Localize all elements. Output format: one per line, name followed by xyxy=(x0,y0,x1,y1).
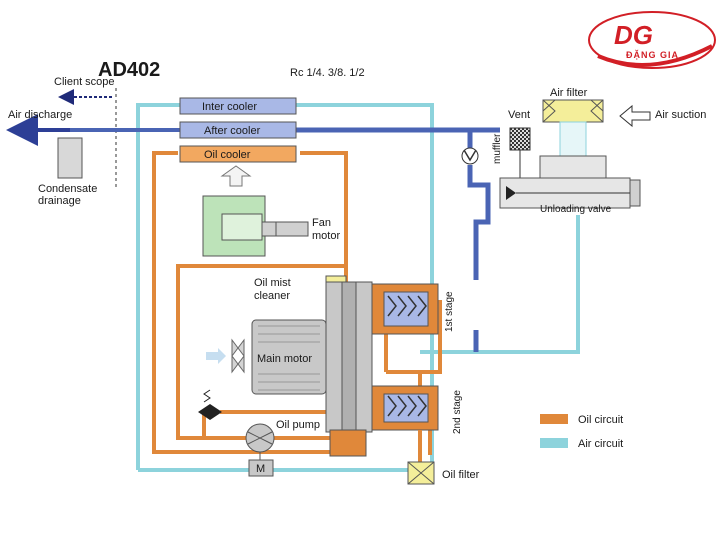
oil-filter-label: Oil filter xyxy=(442,469,480,481)
condensate-label-line2: drainage xyxy=(38,195,81,207)
oil-filter: Oil filter xyxy=(407,430,480,485)
inter-cooler: Inter cooler xyxy=(179,97,297,115)
port-sizes: Rc 1/4. 3/8. 1/2 xyxy=(290,67,365,79)
air-discharge-label: Air discharge xyxy=(8,109,72,121)
oil-pump-label: Oil pump xyxy=(276,419,320,431)
first-stage-compressor: 1st stage xyxy=(371,283,455,335)
oil-mist-label-line1: Oil mist xyxy=(254,277,291,289)
second-stage-compressor: 2nd stage xyxy=(371,385,463,434)
vent-muffler: Vent muffler xyxy=(492,109,531,178)
diagram-title: AD402 xyxy=(98,59,160,81)
muffler-label: muffler xyxy=(492,133,503,164)
after-cooler: After cooler xyxy=(179,121,297,139)
fan-motor-label-line1: Fan xyxy=(312,217,331,229)
oil-pump: Oil pump M xyxy=(245,419,320,477)
gearbox xyxy=(325,281,373,457)
legend-label-oil: Oil circuit xyxy=(578,414,623,426)
unloading-valve: Unloading valve xyxy=(499,155,641,215)
vent-label: Vent xyxy=(508,109,530,121)
air-filter-label: Air filter xyxy=(550,87,588,99)
pump-motor-label: M xyxy=(256,463,265,475)
first-stage-label: 1st stage xyxy=(444,291,455,332)
legend: Oil circuit Air circuit xyxy=(540,414,623,450)
legend-swatch-oil xyxy=(540,414,568,424)
after-cooler-label: After cooler xyxy=(204,125,261,137)
inter-cooler-label: Inter cooler xyxy=(202,101,257,113)
legend-swatch-air xyxy=(540,438,568,448)
condensate-drainage: Condensate drainage xyxy=(38,137,97,207)
main-motor-label: Main motor xyxy=(257,353,312,365)
fan-motor-label-line2: motor xyxy=(312,230,340,242)
air-suction-label: Air suction xyxy=(655,109,706,121)
relief-valve xyxy=(198,389,222,420)
brand-logo: DG ĐẶNG GIA xyxy=(588,11,716,69)
fan-motor: Fan motor xyxy=(202,195,340,257)
fan-airflow-arrow xyxy=(220,165,252,187)
second-stage-label: 2nd stage xyxy=(452,390,463,434)
oil-cooler: Oil cooler xyxy=(179,145,297,163)
condensate-label-line1: Condensate xyxy=(38,183,97,195)
brand-logo-text: DG xyxy=(614,20,653,50)
client-scope-label: Client scope xyxy=(54,76,115,88)
check-valve xyxy=(461,147,479,165)
oil-cooler-label: Oil cooler xyxy=(204,149,251,161)
air-filter: Air filter xyxy=(542,87,604,157)
legend-label-air: Air circuit xyxy=(578,438,623,450)
oil-mist-label-line2: cleaner xyxy=(254,290,290,302)
air-suction: Air suction xyxy=(619,104,706,128)
brand-subtitle: ĐẶNG GIA xyxy=(626,50,679,60)
unloading-valve-label: Unloading valve xyxy=(540,204,612,215)
main-motor: Main motor xyxy=(206,319,327,395)
